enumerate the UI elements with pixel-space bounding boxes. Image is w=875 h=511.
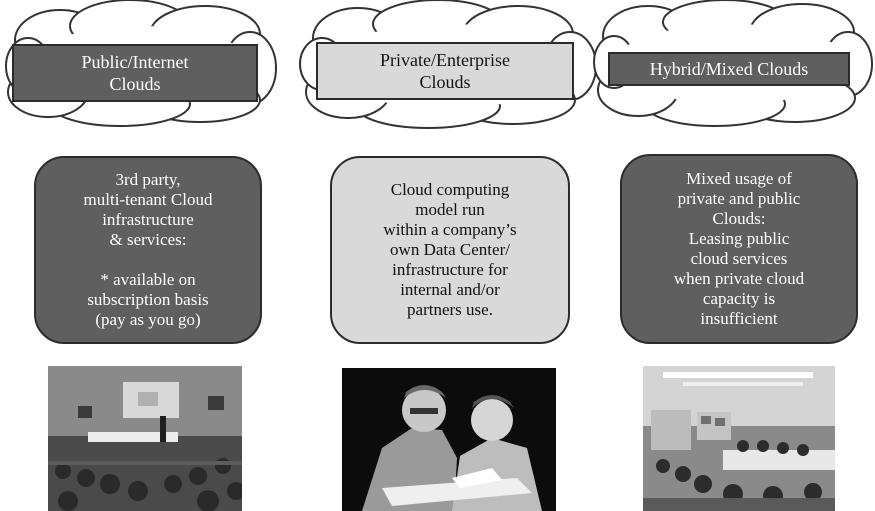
public-clouds-description: 3rd party, multi-tenant Cloud infrastruc… — [34, 156, 262, 344]
hybrid-clouds-description: Mixed usage of private and public Clouds… — [620, 154, 858, 344]
private-clouds-title: Private/Enterprise Clouds — [316, 42, 574, 100]
conference-room-photo — [48, 366, 242, 511]
meeting-room-photo — [643, 366, 835, 511]
private-cloud-column: Private/Enterprise Clouds Cloud computin… — [298, 0, 598, 511]
two-people-working-illustration — [342, 368, 556, 511]
private-clouds-description: Cloud computing model run within a compa… — [330, 156, 570, 344]
public-cloud-column: Public/Internet Clouds 3rd party, multi-… — [0, 0, 290, 511]
hybrid-clouds-title: Hybrid/Mixed Clouds — [608, 52, 850, 86]
hybrid-cloud-column: Hybrid/Mixed Clouds Mixed usage of priva… — [590, 0, 875, 511]
public-clouds-title: Public/Internet Clouds — [12, 44, 258, 102]
